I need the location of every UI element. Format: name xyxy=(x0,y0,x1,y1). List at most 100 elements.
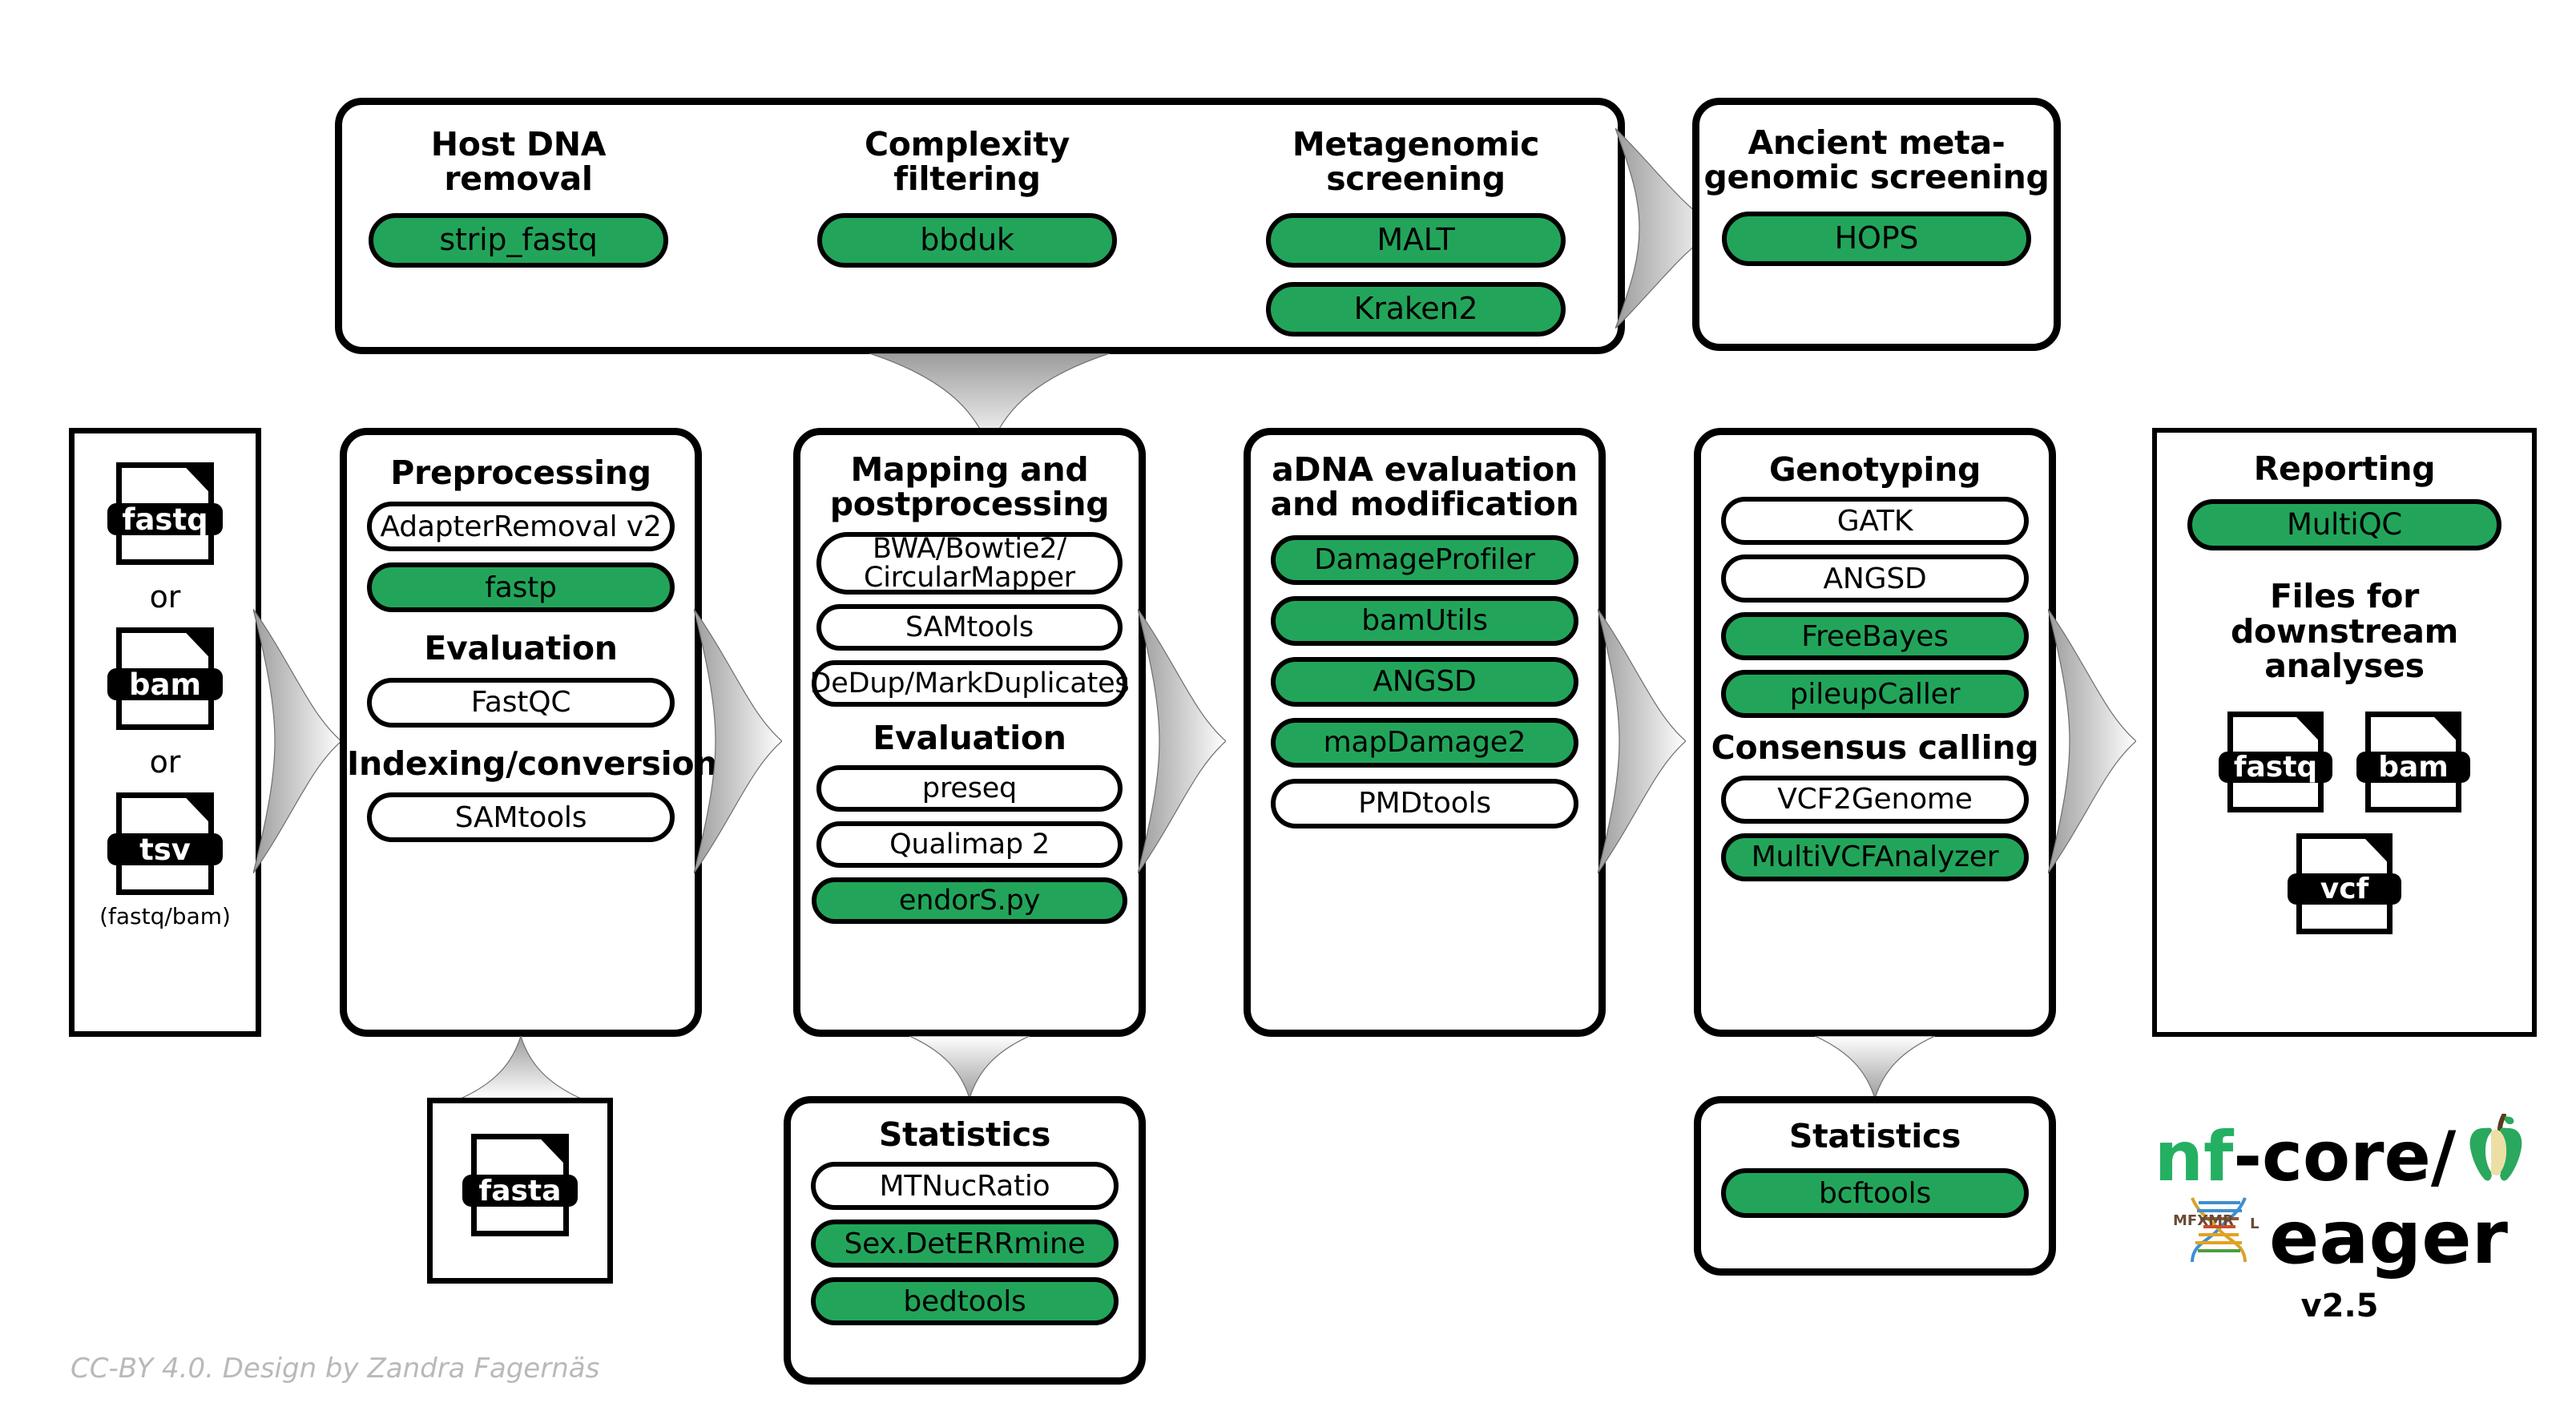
file-ext-label: vcf xyxy=(2288,873,2401,905)
arrow-adna-to-genotyping xyxy=(1598,609,1686,873)
arrow-fasta-to-preprocessing xyxy=(461,1036,581,1099)
file-icon-vcf-output: vcf xyxy=(2288,833,2401,934)
section-title: Metagenomic screening xyxy=(1292,125,1540,199)
panel-title: Reporting xyxy=(2253,450,2436,488)
dna-helix-icon: MFXMR L xyxy=(2171,1191,2264,1283)
adna-panel: aDNA evaluation and modification DamageP… xyxy=(1244,428,1606,1037)
subsection-title-evaluation: Evaluation xyxy=(424,629,618,668)
file-icon-tsv: tsv xyxy=(107,792,223,895)
panel-title: Mapping and postprocessing xyxy=(829,450,1110,524)
mapping-panel: Mapping and postprocessing BWA/Bowtie2/ … xyxy=(793,428,1146,1037)
tool-pill-vcf2genome[interactable]: VCF2Genome xyxy=(1721,775,2029,824)
logo-line-1: nf-core/ xyxy=(2115,1113,2564,1199)
ancient-screening-panel: Ancient meta- genomic screening HOPS xyxy=(1692,98,2061,351)
tool-pill-bedtools[interactable]: bedtools xyxy=(811,1277,1119,1326)
tool-pill-fastp[interactable]: fastp xyxy=(367,562,675,613)
tool-pill-angsd-adna[interactable]: ANGSD xyxy=(1271,656,1578,707)
tool-pill-adapterremoval[interactable]: AdapterRemoval v2 xyxy=(367,502,675,552)
arrow-inputs-to-preprocessing xyxy=(253,609,341,873)
tool-pill-angsd-genotyping[interactable]: ANGSD xyxy=(1721,554,2029,603)
tool-pill-samtools-preproc[interactable]: SAMtools xyxy=(367,792,675,843)
screening-section-complexity: Complexity filtering bbduk xyxy=(815,127,1119,268)
panel-title: Preprocessing xyxy=(390,454,651,492)
tool-pill-fastqc[interactable]: FastQC xyxy=(367,677,675,728)
subsection-title-consensus: Consensus calling xyxy=(1711,728,2039,768)
tool-pill-sex-deterrmine[interactable]: Sex.DetERRmine xyxy=(811,1220,1119,1268)
screening-section-metagenomic: Metagenomic screening MALT Kraken2 xyxy=(1264,127,1568,337)
downstream-title: Files for downstream analyses xyxy=(2230,577,2458,686)
file-icon-fasta: fasta xyxy=(462,1134,578,1236)
arrow-genotyping-to-statistics xyxy=(1815,1036,1935,1099)
panel-title: Ancient meta- genomic screening xyxy=(1703,123,2050,197)
tool-pill-multivcfanalyzer[interactable]: MultiVCFAnalyzer xyxy=(1721,833,2029,881)
panel-title: aDNA evaluation and modification xyxy=(1270,450,1579,524)
tool-pill-multiqc[interactable]: MultiQC xyxy=(2187,499,2501,551)
tool-pill-bwa-bowtie2-circularmapper[interactable]: BWA/Bowtie2/ CircularMapper xyxy=(816,531,1123,595)
logo-version: v2.5 xyxy=(2300,1288,2379,1324)
tool-pill-hops[interactable]: HOPS xyxy=(1722,211,2031,266)
file-icon-bam: bam xyxy=(107,627,223,730)
reporting-panel: Reporting MultiQC Files for downstream a… xyxy=(2152,428,2537,1037)
genotyping-panel: Genotyping GATK ANGSD FreeBayes pileupCa… xyxy=(1694,428,2056,1037)
tool-pill-mapdamage2[interactable]: mapDamage2 xyxy=(1271,717,1578,768)
file-ext-label: bam xyxy=(2356,751,2470,784)
arrow-mapping-to-statistics xyxy=(909,1036,1030,1099)
logo-core-text: -core/ xyxy=(2233,1116,2457,1197)
screening-panel: Host DNA removal strip_fastq Complexity … xyxy=(335,98,1625,354)
nf-core-eager-logo: nf-core/ xyxy=(2115,1113,2564,1324)
tool-pill-pileupcaller[interactable]: pileupCaller xyxy=(1721,670,2029,719)
tool-pill-bamutils[interactable]: bamUtils xyxy=(1271,595,1578,646)
statistics-panel-mapping: Statistics MTNucRatio Sex.DetERRmine bed… xyxy=(784,1096,1146,1385)
arrow-mapping-to-adna xyxy=(1138,609,1226,873)
or-label-1: or xyxy=(149,579,181,615)
logo-nf-text: nf xyxy=(2154,1116,2234,1197)
file-ext-label: fastq xyxy=(107,502,223,537)
panel-title: Genotyping xyxy=(1768,450,1981,489)
statistics-panel-genotyping: Statistics bcftools xyxy=(1694,1096,2056,1276)
file-ext-label: bam xyxy=(107,667,223,702)
arrow-screening-to-mapping xyxy=(869,353,1110,450)
screening-section-host-dna: Host DNA removal strip_fastq xyxy=(366,127,671,268)
arrow-preprocessing-to-mapping xyxy=(694,609,782,873)
arrow-genotyping-to-reporting xyxy=(2048,609,2136,873)
apple-core-icon xyxy=(2467,1113,2525,1199)
file-icon-fastq-output: fastq xyxy=(2219,711,2332,812)
tool-pill-qualimap2[interactable]: Qualimap 2 xyxy=(816,821,1123,869)
section-title: Complexity filtering xyxy=(864,125,1070,199)
tool-pill-pmdtools[interactable]: PMDtools xyxy=(1271,778,1578,828)
tool-pill-malt[interactable]: MALT xyxy=(1266,212,1566,268)
svg-text:L: L xyxy=(2250,1216,2259,1232)
tsv-format-note: (fastq/bam) xyxy=(99,903,231,929)
tool-pill-gatk[interactable]: GATK xyxy=(1721,497,2029,546)
svg-text:MFXMR: MFXMR xyxy=(2173,1212,2234,1229)
tool-pill-preseq[interactable]: preseq xyxy=(816,765,1123,812)
tool-pill-mtnucratio[interactable]: MTNucRatio xyxy=(811,1162,1119,1211)
arrow-screening-to-ancient xyxy=(1615,128,1719,329)
preprocessing-panel: Preprocessing AdapterRemoval v2 fastp Ev… xyxy=(340,428,718,1037)
tool-pill-strip-fastq[interactable]: strip_fastq xyxy=(369,212,668,268)
tool-pill-freebayes[interactable]: FreeBayes xyxy=(1721,612,2029,661)
file-ext-label: fasta xyxy=(462,1175,578,1207)
credit-text: CC-BY 4.0. Design by Zandra Fagernäs xyxy=(71,1353,600,1385)
file-ext-label: fastq xyxy=(2219,751,2332,784)
fasta-panel: fasta xyxy=(427,1098,613,1284)
panel-title: Statistics xyxy=(878,1115,1051,1154)
tool-pill-bbduk[interactable]: bbduk xyxy=(817,212,1117,268)
tool-pill-endors-py[interactable]: endorS.py xyxy=(812,877,1127,925)
file-icon-fastq: fastq xyxy=(107,462,223,565)
tool-pill-damageprofiler[interactable]: DamageProfiler xyxy=(1271,534,1578,585)
file-icon-bam-output: bam xyxy=(2356,711,2470,812)
tool-pill-kraken2[interactable]: Kraken2 xyxy=(1266,281,1566,337)
file-ext-label: tsv xyxy=(107,833,223,867)
subsection-title-indexing: Indexing/conversion xyxy=(347,744,718,783)
tool-pill-samtools-mapping[interactable]: SAMtools xyxy=(816,603,1123,651)
or-label-2: or xyxy=(149,744,181,780)
subsection-title-evaluation: Evaluation xyxy=(873,718,1066,757)
tool-pill-bcftools[interactable]: bcftools xyxy=(1721,1168,2029,1219)
logo-eager-text: eager xyxy=(2268,1194,2509,1280)
tool-pill-dedup-markduplicates[interactable]: DeDup/MarkDuplicates xyxy=(810,659,1130,707)
section-title: Host DNA removal xyxy=(430,125,607,199)
panel-title: Statistics xyxy=(1788,1117,1961,1155)
logo-line-2: MFXMR L eager xyxy=(2115,1191,2564,1283)
